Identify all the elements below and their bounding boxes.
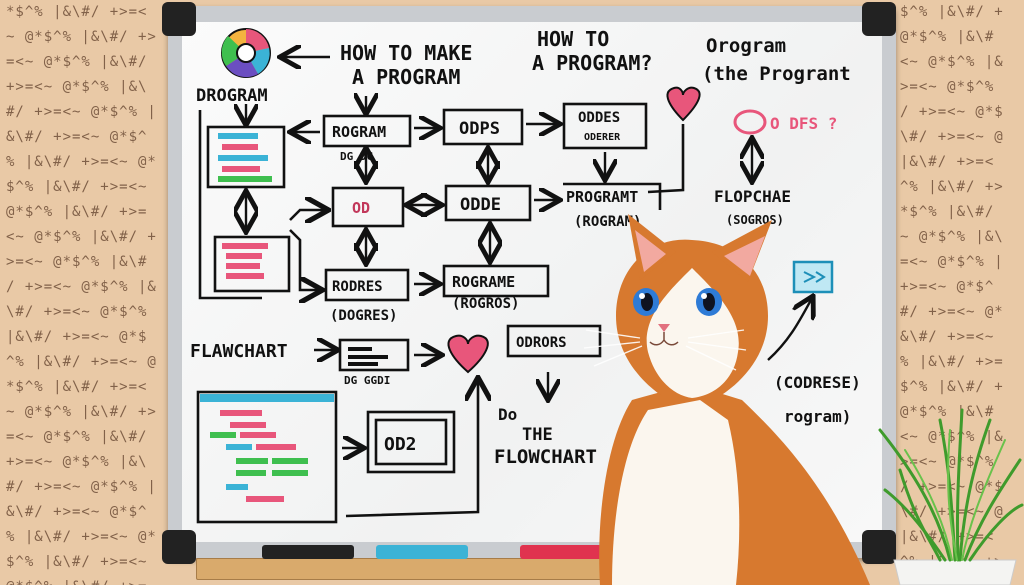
red-marker[interactable] xyxy=(520,545,612,559)
arrow-to-window xyxy=(767,298,812,361)
box-programt-label: PROGRAMT xyxy=(566,188,638,206)
title-right-line1: HOW TO xyxy=(537,27,609,51)
flopchae-label: FLOPCHAE xyxy=(714,187,791,206)
box-odde xyxy=(444,184,532,222)
box-programe xyxy=(442,264,550,298)
box-programe-label: ROGRAME xyxy=(452,273,515,291)
line-heart-programt xyxy=(647,124,685,194)
cat xyxy=(583,214,870,585)
program-label: DROGRAM xyxy=(196,86,268,106)
the-label: THE xyxy=(522,425,553,445)
potted-plant xyxy=(878,408,1024,585)
title-far-right-line1: Orogram xyxy=(706,35,786,57)
flopchae-sub: (SOGROS) xyxy=(726,213,784,227)
box-od2 xyxy=(366,410,456,474)
box-od2-label: OD2 xyxy=(384,434,417,455)
box-rogram-sub: DG DG xyxy=(340,150,373,163)
title-line1: HOW TO MAKE xyxy=(340,41,472,65)
box-od xyxy=(331,186,405,228)
arrow-panel-od xyxy=(289,210,326,220)
left-bracket xyxy=(198,110,262,300)
box-oddes xyxy=(562,102,648,150)
code-panel-2 xyxy=(213,235,291,293)
do-label: Do xyxy=(498,405,517,424)
title-far-right-line2: (the Progrant xyxy=(702,63,851,85)
pink-oval-icon xyxy=(733,109,767,135)
box-flawchart-mini xyxy=(338,338,410,372)
heart-icon-top xyxy=(666,86,701,122)
code-lines-2 xyxy=(222,243,268,279)
code-lines-1 xyxy=(218,133,272,182)
code-panel-bottom xyxy=(196,390,338,524)
board-corner-bottom-left xyxy=(162,530,196,564)
color-wheel-icon xyxy=(221,28,271,78)
arrow-bottom-to-heart xyxy=(345,380,478,518)
box-od2-inner xyxy=(374,418,448,466)
box-odde-label: ODDE xyxy=(460,195,501,215)
box-programt-sub: (ROGRAM) xyxy=(574,214,641,230)
wall-scribbles-left: *$^% |&\#/ +>=<~ @*$^% |&\#/ +>=<~ @*$^%… xyxy=(6,4,157,585)
code-lines-bottom xyxy=(210,410,308,502)
heart-icon-middle xyxy=(447,334,489,374)
box-odps xyxy=(442,108,524,146)
box-odrors xyxy=(506,324,602,358)
title-line2: A PROGRAM xyxy=(352,65,460,89)
arrow-panel-rodres xyxy=(289,229,320,290)
code-panel-titlebar xyxy=(200,394,334,402)
box-rodres-label: RODRES xyxy=(332,279,383,295)
box-rogram-label: ROGRAM xyxy=(332,123,386,141)
title-right-line2: A PROGRAM? xyxy=(532,51,652,75)
flowchart-label: FLOWCHART xyxy=(494,446,597,468)
cyan-marker[interactable] xyxy=(376,545,468,559)
box-odrors-label: ODRORS xyxy=(516,335,567,351)
black-marker[interactable] xyxy=(262,545,354,559)
program-right-label: rogram) xyxy=(784,407,851,426)
flawchart-sub: DG GGDI xyxy=(344,374,390,387)
box-programe-sub: (ROGROS) xyxy=(452,296,519,312)
board-corner-top-right xyxy=(862,2,896,36)
box-oddes-label: ODDES xyxy=(578,110,620,126)
window-icon-glyph xyxy=(803,271,826,283)
box-od-label: OD xyxy=(352,199,370,217)
box-rodres xyxy=(324,268,410,302)
codrese-label: (CODRESE) xyxy=(774,373,861,392)
flawchart-label: FLAWCHART xyxy=(190,341,288,362)
box-programt-top xyxy=(563,182,662,210)
box-odps-label: ODPS xyxy=(459,119,500,139)
mini-lines xyxy=(348,347,388,366)
odfs-label: O DFS ? xyxy=(770,114,837,133)
board-corner-bottom-right xyxy=(862,530,896,564)
board-corner-top-left xyxy=(162,2,196,36)
box-oddes-sub: ODERER xyxy=(584,132,621,143)
box-rodres-sub: (DOGRES) xyxy=(330,308,397,324)
